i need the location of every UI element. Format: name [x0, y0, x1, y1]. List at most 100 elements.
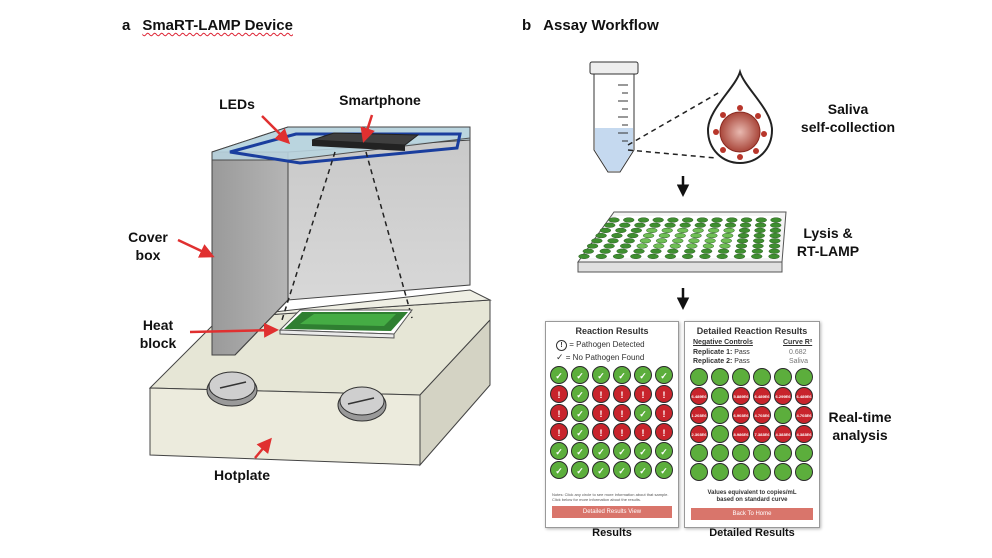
plate-well: [696, 217, 709, 223]
result-well[interactable]: 5.889E6: [732, 387, 750, 405]
result-well[interactable]: [711, 368, 729, 386]
result-well[interactable]: 6.903E6: [732, 406, 750, 424]
result-well[interactable]: [774, 406, 792, 424]
result-well[interactable]: 6.489E6: [753, 387, 771, 405]
result-well[interactable]: ✓: [571, 385, 589, 403]
result-well[interactable]: 4.383E6: [795, 425, 813, 443]
plate-well: [674, 233, 686, 239]
result-well[interactable]: ✓: [550, 461, 568, 479]
result-well[interactable]: ✓: [613, 442, 631, 460]
label-smartphone: Smartphone: [339, 92, 421, 108]
well-value: 6.489E6: [754, 394, 770, 399]
result-well[interactable]: [753, 463, 771, 481]
result-well[interactable]: [711, 463, 729, 481]
result-well[interactable]: [732, 444, 750, 462]
result-well[interactable]: [690, 463, 708, 481]
result-well[interactable]: !: [655, 423, 673, 441]
result-well[interactable]: !: [592, 423, 610, 441]
result-well[interactable]: [795, 368, 813, 386]
result-well[interactable]: !: [550, 385, 568, 403]
check-icon: ✓: [556, 352, 564, 362]
result-well[interactable]: [711, 387, 729, 405]
result-well[interactable]: !: [592, 385, 610, 403]
result-well[interactable]: [732, 368, 750, 386]
result-well[interactable]: [711, 444, 729, 462]
plate-well: [717, 248, 730, 254]
result-well[interactable]: [795, 444, 813, 462]
check-icon: ✓: [576, 409, 584, 419]
result-well[interactable]: ✓: [634, 366, 652, 384]
result-well[interactable]: !: [550, 404, 568, 422]
result-well[interactable]: [711, 406, 729, 424]
label-saliva-line1: Saliva: [827, 101, 869, 117]
result-well[interactable]: ✓: [634, 461, 652, 479]
check-icon: ✓: [576, 371, 584, 381]
result-well[interactable]: ✓: [571, 423, 589, 441]
result-well[interactable]: [753, 368, 771, 386]
detailed-results-view-button[interactable]: Detailed Results View: [552, 506, 672, 518]
result-well[interactable]: [774, 444, 792, 462]
label-cover-box-line2: box: [135, 247, 161, 263]
result-well[interactable]: [690, 444, 708, 462]
result-well[interactable]: ✓: [592, 461, 610, 479]
result-well[interactable]: 4.703E6: [795, 406, 813, 424]
result-well[interactable]: !: [634, 423, 652, 441]
result-well[interactable]: ✓: [655, 442, 673, 460]
result-well[interactable]: ✓: [655, 461, 673, 479]
plate-well: [669, 243, 681, 249]
result-well[interactable]: [732, 463, 750, 481]
result-well[interactable]: !: [634, 385, 652, 403]
result-well[interactable]: 1.203E6: [690, 406, 708, 424]
result-well[interactable]: 6.489E6: [795, 387, 813, 405]
plate-well: [664, 253, 677, 259]
back-to-home-button[interactable]: Back To Home: [691, 508, 813, 520]
result-well[interactable]: !: [613, 423, 631, 441]
legend-none: ✓ = No Pathogen Found: [556, 352, 644, 363]
result-well[interactable]: ✓: [571, 366, 589, 384]
plate-well: [634, 222, 646, 228]
plate-well: [722, 233, 734, 239]
result-well[interactable]: ✓: [571, 442, 589, 460]
result-well[interactable]: ✓: [613, 366, 631, 384]
result-well[interactable]: ✓: [571, 404, 589, 422]
result-well[interactable]: 4.703E6: [753, 406, 771, 424]
result-well[interactable]: 4.383E6: [774, 425, 792, 443]
result-well[interactable]: ✓: [655, 366, 673, 384]
result-well[interactable]: [753, 444, 771, 462]
result-well[interactable]: 7.383E6: [753, 425, 771, 443]
result-well[interactable]: 6.299E6: [774, 387, 792, 405]
check-icon: ✓: [576, 428, 584, 438]
well-value: 6.299E6: [775, 394, 791, 399]
result-well[interactable]: ✓: [634, 404, 652, 422]
result-well[interactable]: 8.986E6: [732, 425, 750, 443]
result-well[interactable]: [711, 425, 729, 443]
result-well[interactable]: ✓: [571, 461, 589, 479]
result-well[interactable]: !: [613, 404, 631, 422]
result-well[interactable]: 6.489E6: [690, 387, 708, 405]
cover-box: [211, 126, 471, 356]
result-well[interactable]: ✓: [613, 461, 631, 479]
result-well[interactable]: ✓: [592, 442, 610, 460]
result-well[interactable]: [690, 368, 708, 386]
result-well[interactable]: ✓: [550, 366, 568, 384]
label-saliva: Saliva self-collection: [793, 100, 903, 136]
result-well[interactable]: !: [613, 385, 631, 403]
plate-well: [753, 233, 765, 239]
result-well[interactable]: !: [655, 385, 673, 403]
result-well[interactable]: 2.303E6: [690, 425, 708, 443]
plate-well: [639, 238, 652, 244]
result-well[interactable]: !: [592, 404, 610, 422]
result-well[interactable]: !: [655, 404, 673, 422]
result-well[interactable]: ✓: [550, 442, 568, 460]
result-well[interactable]: [774, 463, 792, 481]
well-value: 8.986E6: [733, 432, 749, 437]
plate-well: [578, 253, 590, 259]
check-icon: ✓: [576, 466, 584, 476]
result-well[interactable]: ✓: [634, 442, 652, 460]
result-well[interactable]: [795, 463, 813, 481]
heat-block-plate: [278, 309, 413, 339]
result-well[interactable]: !: [550, 423, 568, 441]
plate-well: [679, 222, 691, 228]
result-well[interactable]: [774, 368, 792, 386]
result-well[interactable]: ✓: [592, 366, 610, 384]
